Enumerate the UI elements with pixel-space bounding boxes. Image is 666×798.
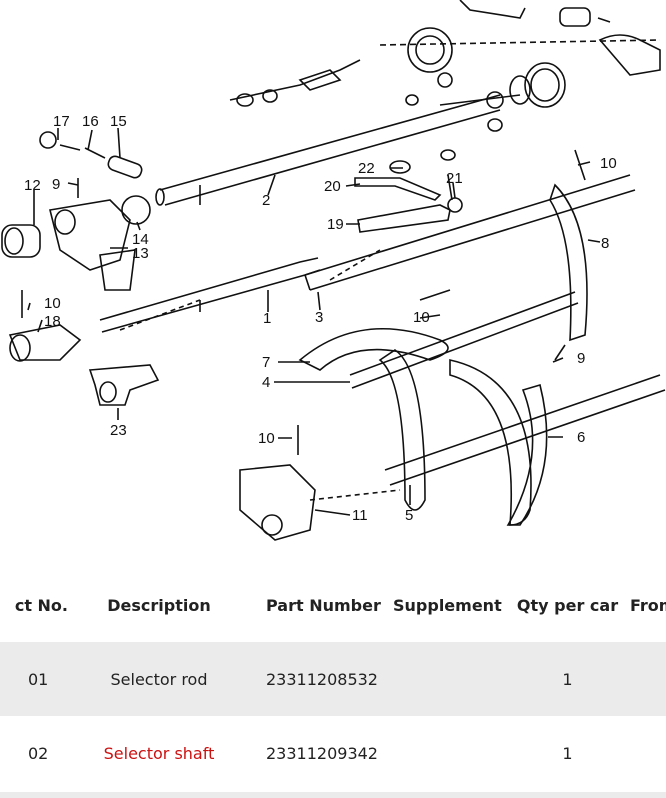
callout-5: 5 xyxy=(405,507,413,524)
callout-3: 3 xyxy=(315,309,323,326)
header-from: From xyxy=(630,596,666,615)
row-part-number: 23311209342 xyxy=(266,744,378,763)
table-header-row: ct No. Description Part Number Supplemen… xyxy=(0,570,666,642)
callout-21: 21 xyxy=(446,170,463,187)
row-qty: 1 xyxy=(562,744,573,763)
row-item-no: 01 xyxy=(28,670,49,689)
callout-22: 22 xyxy=(358,160,375,177)
callout-10b: 10 xyxy=(44,295,61,312)
row-description: Selector rod xyxy=(110,670,208,689)
callout-12: 12 xyxy=(24,177,41,194)
callout-7: 7 xyxy=(262,354,270,371)
callout-4: 4 xyxy=(262,374,270,391)
table-row: 01 Selector rod 23311208532 1 xyxy=(0,642,666,716)
callout-9b: 9 xyxy=(577,350,585,367)
callout-10c: 10 xyxy=(413,309,430,326)
callout-1: 1 xyxy=(263,310,271,327)
header-qty: Qty per car xyxy=(516,596,619,615)
callout-14: 14 xyxy=(132,231,149,248)
header-item-no: ct No. xyxy=(14,596,68,615)
callout-15: 15 xyxy=(110,113,127,130)
callout-9: 9 xyxy=(52,176,60,193)
row-item-no: 02 xyxy=(28,744,49,763)
callout-13: 13 xyxy=(132,245,149,262)
callout-17: 17 xyxy=(53,113,70,130)
callout-19: 19 xyxy=(327,216,344,233)
callout-23: 23 xyxy=(110,422,127,439)
callout-20: 20 xyxy=(324,178,341,195)
callout-8: 8 xyxy=(601,235,609,252)
parts-table: ct No. Description Part Number Supplemen… xyxy=(0,570,666,798)
callout-18: 18 xyxy=(44,313,61,330)
exploded-parts-diagram: 17 16 15 12 9 14 13 2 22 20 21 19 10 8 3… xyxy=(1,0,666,541)
row-qty: 1 xyxy=(562,670,573,689)
header-part-number: Part Number xyxy=(266,596,381,615)
row-part-number: 23311208532 xyxy=(266,670,378,689)
callout-16: 16 xyxy=(82,113,99,130)
table-row: 02 Selector shaft 23311209342 1 xyxy=(0,716,666,792)
selector-shaft-link[interactable]: Selector shaft xyxy=(103,744,215,763)
callout-6: 6 xyxy=(577,429,585,446)
callout-2: 2 xyxy=(262,192,270,209)
callout-11: 11 xyxy=(352,507,368,524)
header-description: Description xyxy=(107,596,211,615)
row-description: Selector shaft xyxy=(95,744,223,763)
callout-10: 10 xyxy=(600,155,617,172)
header-supplement: Supplement xyxy=(393,596,502,615)
table-row-partial xyxy=(0,792,666,798)
callout-10d: 10 xyxy=(258,430,275,447)
